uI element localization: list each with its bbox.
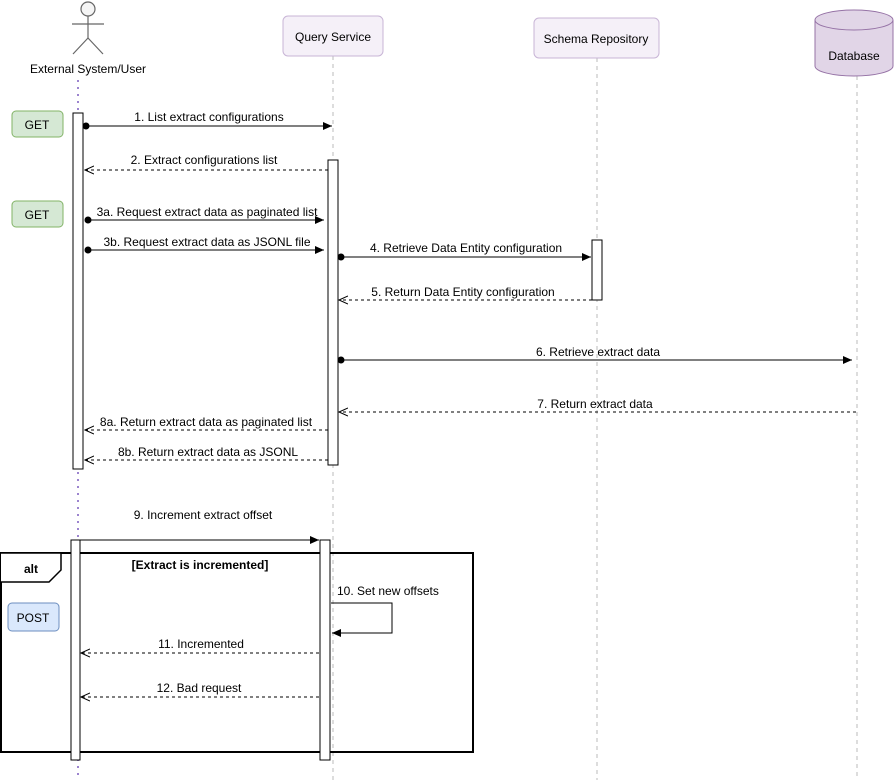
message-label-10: 10. Set new offsets	[337, 584, 439, 598]
database-label: Database	[828, 49, 880, 63]
query-service-label: Query Service	[295, 30, 371, 44]
query-activation-2	[319, 539, 331, 761]
user-activation-1	[72, 112, 84, 470]
message-start-dot-4	[337, 253, 345, 261]
user-actor-label: External System/User	[30, 62, 146, 76]
message-label-5: 5. Return Data Entity configuration	[371, 285, 554, 299]
query-activation-1	[327, 159, 339, 466]
message-label-3a: 3a. Request extract data as paginated li…	[97, 205, 318, 219]
query-service-box	[282, 15, 384, 57]
message-label-8a: 8a. Return extract data as paginated lis…	[100, 415, 313, 429]
database-cylinder	[814, 9, 894, 77]
message-arrow-10	[331, 602, 393, 637]
alt-frame-tab	[1, 552, 62, 583]
get-badge-2-label: GET	[25, 208, 50, 222]
message-label-12: 12. Bad request	[157, 681, 242, 695]
message-label-9: 9. Increment extract offset	[134, 508, 273, 522]
message-label-8b: 8b. Return extract data as JSONL	[118, 445, 298, 459]
schema-repository-box	[533, 17, 660, 59]
post-badge	[7, 602, 60, 632]
message-label-3b: 3b. Request extract data as JSONL file	[104, 235, 311, 249]
message-start-dot-3b	[84, 246, 92, 254]
schema-repository-label: Schema Repository	[544, 32, 649, 46]
message-label-4: 4. Retrieve Data Entity configuration	[370, 241, 562, 255]
message-start-dot-6	[337, 356, 345, 364]
alt-frame	[0, 552, 474, 753]
schema-activation	[591, 239, 603, 301]
message-label-11: 11. Incremented	[158, 637, 244, 651]
message-label-2: 2. Extract configurations list	[131, 153, 278, 167]
get-badge-1-label: GET	[25, 118, 50, 132]
message-label-1: 1. List extract configurations	[134, 110, 283, 124]
message-label-7: 7. Return extract data	[537, 397, 653, 411]
message-start-dot-1	[82, 122, 90, 130]
post-badge-label: POST	[17, 611, 50, 625]
message-label-6: 6. Retrieve extract data	[536, 345, 660, 359]
alt-guard: [Extract is incremented]	[132, 558, 269, 572]
alt-keyword: alt	[24, 562, 38, 576]
user-actor-icon	[72, 1, 104, 55]
get-badge-2	[11, 200, 64, 228]
user-activation-2	[70, 539, 81, 761]
message-start-dot-3a	[84, 216, 92, 224]
get-badge-1	[11, 110, 64, 138]
